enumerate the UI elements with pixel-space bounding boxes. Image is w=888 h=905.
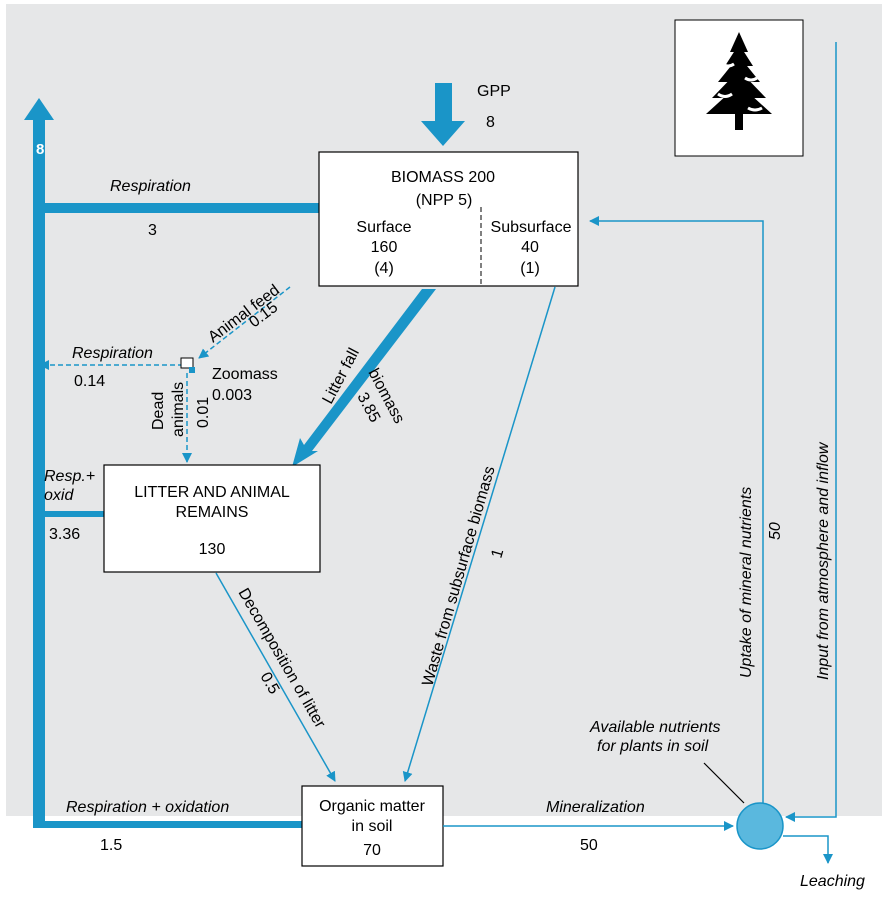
- surface-npp: (4): [374, 260, 394, 277]
- respiration-oxidation-label: Respiration + oxidation: [66, 799, 229, 816]
- available-nutrients-label-1: Available nutrients: [589, 719, 720, 736]
- animal-feed-arrow: [198, 286, 291, 359]
- subsurface-label: Subsurface: [491, 219, 572, 236]
- soil-value: 70: [363, 842, 381, 859]
- litter-box-frame: [103, 464, 321, 573]
- subsurface-npp: (1): [520, 260, 540, 277]
- available-nutrients-node: [736, 802, 784, 850]
- soil-box: Organic matter in soil 70: [301, 785, 444, 867]
- surface-value: 160: [371, 239, 398, 256]
- waste-arrow: [402, 286, 556, 782]
- total-respiration-value: 8: [36, 141, 44, 158]
- surface-label: Surface: [356, 219, 411, 236]
- gpp-arrow: [421, 83, 465, 146]
- gpp-value: 8: [486, 114, 495, 131]
- dead-animals-label-2: animals: [170, 382, 187, 437]
- litter-title-1: LITTER AND ANIMAL: [134, 484, 290, 501]
- resp-oxid-label-2: oxid: [44, 487, 74, 504]
- litter-fall-arrow: [292, 289, 436, 467]
- biomass-title: BIOMASS 200: [391, 169, 495, 186]
- litter-value: 130: [199, 541, 226, 558]
- zoomass-value: 0.003: [212, 387, 252, 404]
- zoomass-label: Zoomass: [212, 366, 278, 383]
- biomass-box: BIOMASS 200 (NPP 5) Surface 160 (4) Subs…: [318, 151, 579, 287]
- available-nutrients-label-2: for plants in soil: [597, 738, 709, 755]
- respiration-channel: 8: [24, 98, 319, 828]
- soil-title-1: Organic matter: [319, 798, 425, 815]
- zoomass-node: [180, 357, 194, 369]
- mineralization-value: 50: [580, 837, 598, 854]
- soil-box-frame: [301, 785, 444, 867]
- zoo-respiration-label: Respiration: [72, 345, 153, 362]
- litter-box: LITTER AND ANIMAL REMAINS 130: [103, 464, 321, 573]
- mineralization-label: Mineralization: [546, 799, 645, 816]
- uptake-arrow: [589, 216, 764, 803]
- leaching-arrow: [783, 835, 833, 864]
- respiration-trunk: [33, 120, 45, 828]
- litter-title-2: REMAINS: [176, 504, 249, 521]
- respiration-top-value: 3: [148, 222, 157, 239]
- respiration-trunk-arrowhead: [24, 98, 54, 120]
- conifer-tree-icon: [706, 32, 772, 130]
- respiration-oxidation-value: 1.5: [100, 837, 122, 854]
- resp-oxid-label-1: Resp.+: [44, 468, 95, 485]
- uptake-label: Uptake of mineral nutrients: [738, 487, 755, 678]
- resp-oxid-bar: [33, 511, 105, 517]
- available-nutrients-pointer: [703, 762, 745, 804]
- decomposition-arrow: [215, 572, 336, 782]
- resp-oxid-value: 3.36: [49, 526, 80, 543]
- leaching-label: Leaching: [800, 873, 865, 890]
- dead-animals-value: 0.01: [195, 397, 212, 428]
- dead-animals-label-1: Dead: [150, 392, 167, 430]
- biomass-box-frame: [318, 151, 579, 287]
- respiration-oxidation-bar: [33, 821, 303, 828]
- zoomass-flows: [39, 286, 291, 463]
- soil-title-2: in soil: [352, 818, 393, 835]
- gpp-label: GPP: [477, 83, 511, 100]
- uptake-value: 50: [767, 522, 784, 540]
- biomass-npp: (NPP 5): [416, 192, 473, 209]
- zoomass-node-shade: [189, 367, 195, 373]
- zoo-respiration-value: 0.14: [74, 373, 105, 390]
- respiration-top-bar: [33, 203, 319, 213]
- input-arrow: [785, 42, 837, 822]
- input-label: Input from atmosphere and inflow: [815, 441, 832, 680]
- subsurface-value: 40: [521, 239, 539, 256]
- tree-panel: [674, 19, 804, 157]
- respiration-top-label: Respiration: [110, 178, 191, 195]
- gpp-input: GPP 8: [421, 83, 511, 146]
